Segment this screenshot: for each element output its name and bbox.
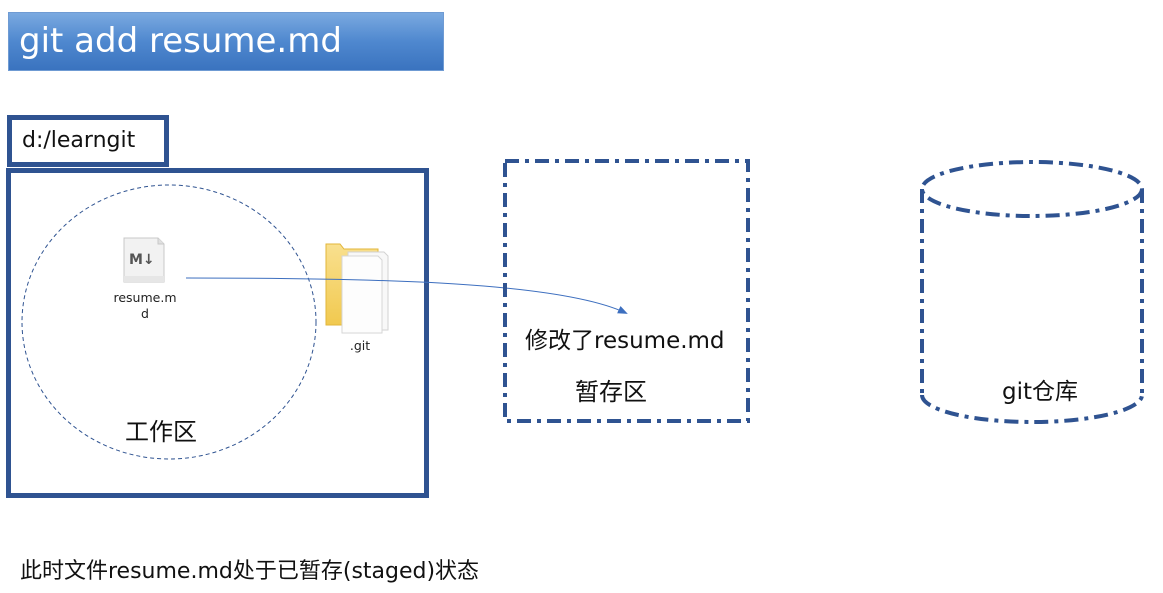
file-name-label: resume.md bbox=[113, 290, 177, 321]
add-arrow bbox=[185, 277, 628, 314]
folder-path-label: d:/learngit bbox=[22, 128, 136, 153]
working-area-circle bbox=[21, 184, 317, 460]
title-banner: git add resume.md bbox=[8, 12, 444, 71]
status-caption: 此时文件resume.md处于已暂存(staged)状态 bbox=[20, 559, 480, 584]
staging-area-box bbox=[503, 159, 750, 423]
repository-cylinder bbox=[920, 160, 1144, 424]
banner-title: git add resume.md bbox=[19, 21, 342, 61]
markdown-icon-glyph: M↓ bbox=[129, 252, 155, 268]
staging-content-label: 修改了resume.md bbox=[525, 328, 725, 354]
git-folder-label: .git bbox=[349, 338, 371, 353]
git-folder-icon bbox=[325, 243, 389, 334]
working-area-label: 工作区 bbox=[125, 418, 197, 446]
repository-label: git仓库 bbox=[1002, 379, 1079, 405]
working-directory-box bbox=[6, 168, 429, 498]
staging-area-label: 暂存区 bbox=[575, 378, 647, 406]
markdown-file-icon bbox=[123, 237, 165, 283]
folder-path-tab: d:/learngit bbox=[7, 115, 169, 167]
